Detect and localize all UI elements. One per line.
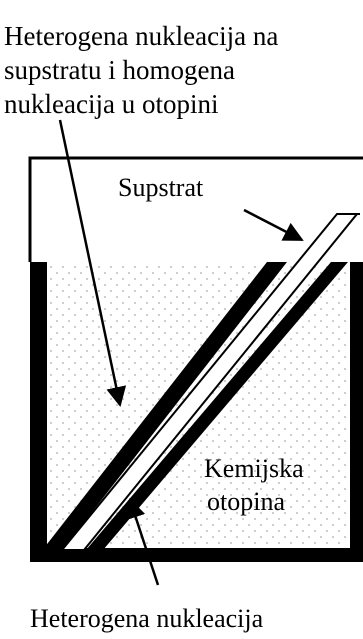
bottom-label: Heterogena nukleacija: [30, 604, 264, 633]
arrow-bottom-label: [126, 498, 160, 586]
beaker-outline: [28, 156, 363, 262]
top-label-line-3: nukleacija u otopini: [4, 89, 218, 119]
arrow-substrate: [243, 208, 304, 242]
arrow-top-label: [58, 119, 127, 407]
top-label-line-2: supstratu i homogena: [4, 55, 235, 85]
beaker-bottom: [30, 548, 363, 562]
top-label-line-1: Heterogena nukleacija na: [4, 21, 278, 51]
beaker-right-wall: [350, 262, 363, 562]
solution-label-line-1: Kemijska: [204, 454, 304, 483]
lower-deposit-layer: [86, 262, 348, 550]
substrate-label: Supstrat: [118, 173, 204, 202]
beaker-left-wall: [30, 262, 47, 562]
substrate-assembly: [44, 213, 360, 551]
upper-deposit-layer: [44, 262, 287, 548]
solution-label-line-2: otopina: [207, 487, 285, 516]
